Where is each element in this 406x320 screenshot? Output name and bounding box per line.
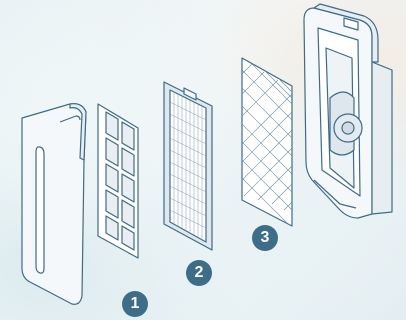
badge-1: 1 — [122, 291, 148, 317]
pre-filter — [98, 104, 138, 258]
purifier-housing — [304, 4, 392, 218]
badge-2: 2 — [186, 260, 212, 286]
carbon-filter — [242, 58, 292, 226]
front-cover — [22, 104, 86, 305]
badge-3: 3 — [252, 225, 278, 251]
hepa-filter — [164, 82, 212, 250]
